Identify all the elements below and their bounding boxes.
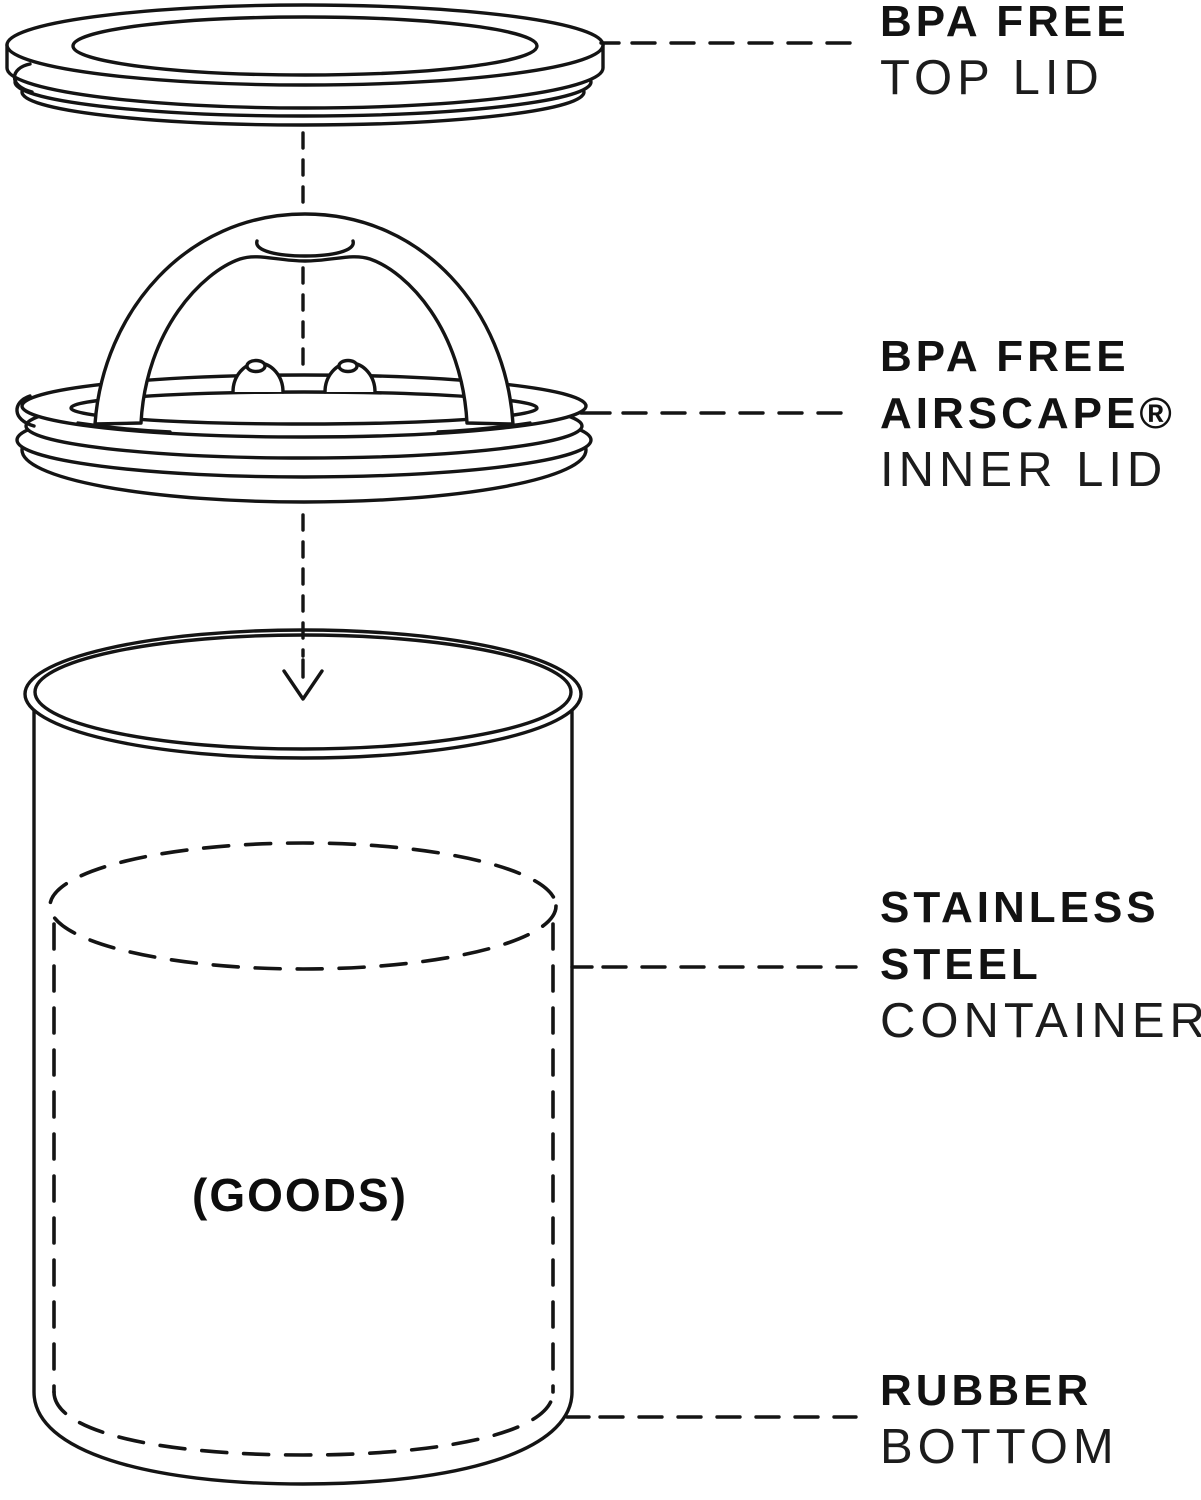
container-body [32, 698, 574, 1486]
valve-knobs [231, 358, 377, 394]
label-top-lid-line-2: TOP LID [880, 51, 1104, 105]
label-rubber-bottom-line-1: RUBBER [880, 1366, 1093, 1415]
label-top-lid: BPA FREE TOP LID [880, 0, 1130, 107]
label-container: STAINLESS STEEL CONTAINER [880, 879, 1201, 1050]
label-container-line-2: STEEL [880, 940, 1042, 989]
label-inner-lid-line-2: AIRSCAPE® [880, 389, 1176, 438]
label-container-line-1: STAINLESS [880, 883, 1160, 932]
label-top-lid-line-1: BPA FREE [880, 0, 1130, 46]
inner-lid-gasket-hook [15, 394, 36, 428]
inner-lid-drawing [15, 212, 593, 504]
container-drawing [23, 628, 583, 1486]
label-rubber-bottom-line-2: BOTTOM [880, 1420, 1119, 1474]
label-inner-lid-line-1: BPA FREE [880, 332, 1130, 381]
goods-text: (GOODS) [192, 1169, 408, 1221]
top-lid-drawing [5, 3, 605, 127]
label-inner-lid: BPA FREE AIRSCAPE® INNER LID [880, 328, 1176, 499]
label-rubber-bottom: RUBBER BOTTOM [880, 1362, 1119, 1476]
handle-arch [93, 212, 515, 426]
top-lid-gasket-hook [12, 62, 34, 94]
label-inner-lid-line-3: INNER LID [880, 443, 1168, 497]
label-container-line-3: CONTAINER [880, 994, 1201, 1048]
goods-level-dashed-ellipse [48, 841, 558, 971]
handle-top-edge [255, 239, 355, 258]
goods-level-dashed-outline [48, 841, 558, 1457]
down-arrow-icon [282, 658, 324, 701]
